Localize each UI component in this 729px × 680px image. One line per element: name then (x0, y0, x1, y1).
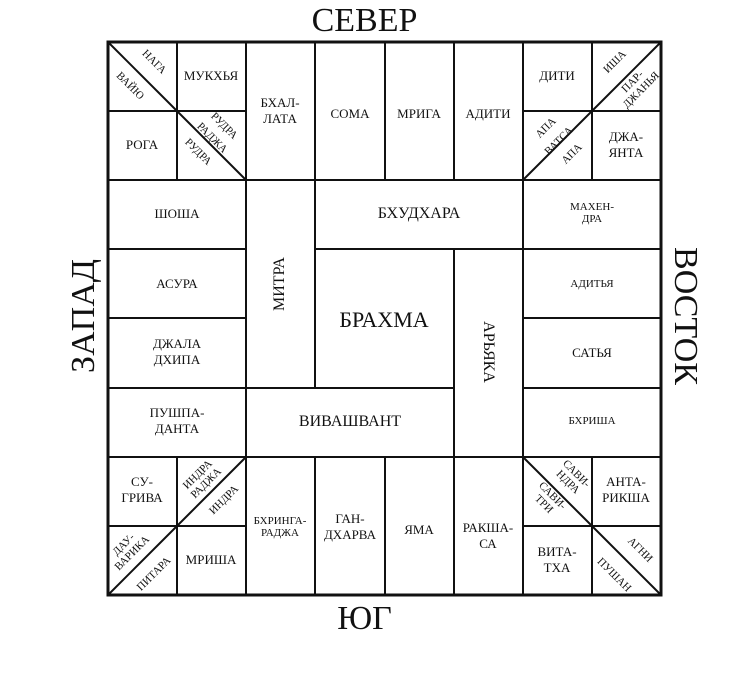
north-label: СЕВЕР (311, 2, 418, 39)
cell-mriga: МРИГА (397, 106, 441, 121)
cell-rakshasa: РАКША- СА (462, 520, 514, 551)
diagonal-line (107, 41, 178, 112)
diagonal-line (591, 41, 662, 112)
cell-mrisha: МРИША (185, 552, 237, 567)
cell-antariksha: АНТА- РИКША (602, 474, 650, 505)
cell-mahendra: МАХЕН- ДРА (570, 201, 614, 225)
diagonal-line (176, 110, 247, 181)
cell-pushpadanta: ПУШПА- ДАНТА (149, 405, 205, 436)
cell-bhallata: БХАЛ- ЛАТА (260, 95, 300, 126)
cell-sugriva: СУ- ГРИВА (121, 474, 163, 505)
cell-shosha: ШОША (154, 206, 200, 221)
cell-gandharva: ГАН- ДХАРВА (323, 511, 377, 542)
cell-satya: САТЬЯ (572, 345, 612, 360)
cell-bhudhara: БХУДХАРА (377, 205, 461, 222)
diagonal-line (176, 456, 247, 527)
cell-aditya: АДИТЬЯ (570, 278, 614, 290)
cell-asura: АСУРА (156, 276, 198, 291)
cell-bhrisha: БХРИША (568, 415, 616, 427)
cell-vivasvant: ВИВАШВАНТ (298, 413, 402, 430)
cell-jaladhipa: ДЖАЛА ДХИПА (152, 336, 202, 367)
cell-brahma: БРАХМА (339, 307, 429, 332)
cell-mukhya: МУКХЬЯ (183, 68, 239, 83)
cell-aryaka: АРЬЯКА (480, 321, 497, 383)
cell-jayanta: ДЖА- ЯНТА (608, 129, 644, 160)
cell-roga: РОГА (125, 137, 159, 152)
diagonal-line (107, 525, 178, 596)
cell-soma: СОМА (330, 106, 370, 121)
diagonal-line (522, 456, 593, 527)
cell-diti: ДИТИ (539, 68, 575, 83)
cell-mitra: МИТРА (271, 257, 288, 311)
south-label: ЮГ (337, 600, 392, 637)
diagonal-line (522, 110, 593, 181)
cell-yama: ЯМА (404, 522, 434, 537)
cell-vitatha: ВИТА- ТХА (537, 544, 577, 575)
cell-aditi: АДИТИ (465, 106, 511, 121)
diagonal-line (591, 525, 662, 596)
cell-bhringaraja: БХРИНГА- РАДЖА (253, 515, 307, 539)
